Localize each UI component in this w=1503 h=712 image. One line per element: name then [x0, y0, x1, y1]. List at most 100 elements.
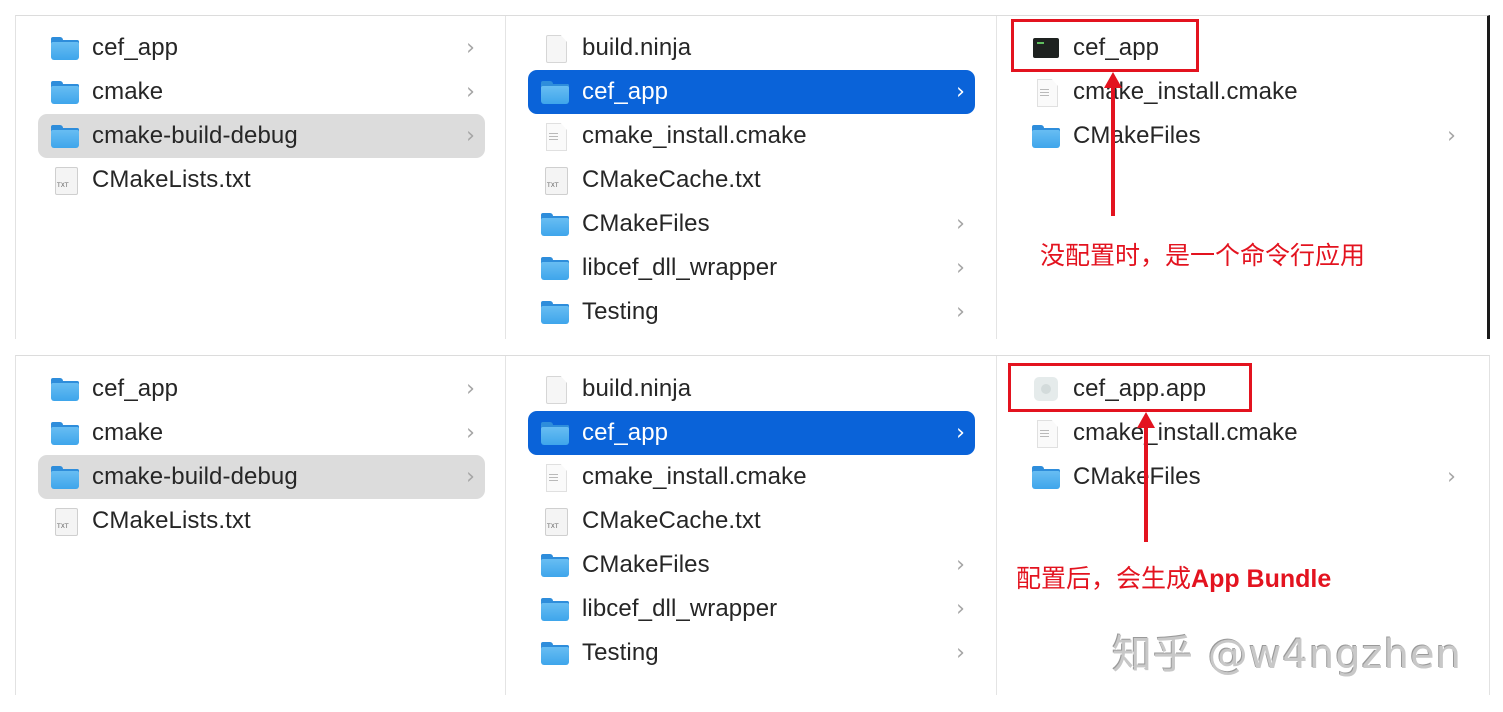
item-label: Testing	[582, 298, 659, 325]
item-label: build.ninja	[582, 34, 692, 61]
item-label: cef_app.app	[1073, 375, 1207, 402]
finder-column-view-after: cef_app › cmake › cmake-build-debug › CM…	[15, 355, 1490, 695]
item-label: CMakeCache.txt	[582, 507, 761, 534]
list-item-folder[interactable]: cef_app ›	[38, 26, 485, 70]
item-label: cmake_install.cmake	[582, 463, 807, 490]
folder-icon	[540, 255, 570, 281]
item-label: cef_app	[582, 419, 669, 446]
list-item-folder[interactable]: Testing ›	[528, 290, 975, 334]
item-label: cef_app	[1073, 34, 1160, 61]
list-item-folder-selected[interactable]: cmake-build-debug ›	[38, 455, 485, 499]
chevron-right-icon: ›	[956, 552, 965, 578]
finder-column-3[interactable]: cef_app.app cmake_install.cmake CMakeFil…	[997, 356, 1488, 695]
item-label: Testing	[582, 639, 659, 666]
folder-icon	[50, 420, 80, 446]
txt-file-icon	[50, 167, 80, 195]
list-item-file[interactable]: cmake_install.cmake	[528, 114, 975, 158]
item-label: cef_app	[92, 375, 179, 402]
list-item-file[interactable]: CMakeCache.txt	[528, 499, 975, 543]
app-bundle-icon	[1031, 376, 1061, 402]
list-item-folder[interactable]: libcef_dll_wrapper ›	[528, 246, 975, 290]
list-item-folder-selected[interactable]: cmake-build-debug ›	[38, 114, 485, 158]
list-item-folder-selected[interactable]: cef_app ›	[528, 70, 975, 114]
chevron-right-icon: ›	[956, 596, 965, 622]
item-label: cef_app	[92, 34, 179, 61]
list-item-folder-selected[interactable]: cef_app ›	[528, 411, 975, 455]
item-label: CMakeCache.txt	[582, 166, 761, 193]
folder-icon	[540, 299, 570, 325]
text-file-icon	[1031, 79, 1061, 105]
highlight-box-executable	[1011, 19, 1199, 72]
text-file-icon	[540, 123, 570, 149]
folder-icon	[540, 79, 570, 105]
item-label: CMakeFiles	[582, 551, 710, 578]
finder-column-2[interactable]: build.ninja cef_app › cmake_install.cmak…	[506, 356, 997, 695]
arrow-up-icon	[1104, 72, 1122, 88]
folder-icon	[540, 640, 570, 666]
highlight-box-app-bundle	[1008, 363, 1252, 412]
list-item-folder[interactable]: CMakeFiles ›	[528, 202, 975, 246]
chevron-right-icon: ›	[466, 420, 475, 446]
list-item-folder[interactable]: CMakeFiles ›	[528, 543, 975, 587]
item-label: cmake_install.cmake	[582, 122, 807, 149]
annotation-before: 没配置时，是一个命令行应用	[1040, 241, 1366, 270]
list-item-folder[interactable]: CMakeFiles ›	[1019, 114, 1466, 158]
txt-file-icon	[50, 508, 80, 536]
list-item-folder[interactable]: CMakeFiles ›	[1019, 455, 1466, 499]
item-label: CMakeLists.txt	[92, 507, 251, 534]
annotation-after-bold: App Bundle	[1191, 565, 1332, 593]
chevron-right-icon: ›	[466, 376, 475, 402]
list-item-folder[interactable]: cef_app ›	[38, 367, 485, 411]
list-item-file[interactable]: CMakeLists.txt	[38, 499, 485, 543]
chevron-right-icon: ›	[466, 464, 475, 490]
chevron-right-icon: ›	[956, 299, 965, 325]
list-item-executable[interactable]: cef_app	[1019, 26, 1466, 70]
list-item-folder[interactable]: cmake ›	[38, 411, 485, 455]
item-label: build.ninja	[582, 375, 692, 402]
folder-icon	[50, 123, 80, 149]
list-item-file[interactable]: build.ninja	[528, 26, 975, 70]
item-label: cmake-build-debug	[92, 122, 298, 149]
unix-executable-icon	[1031, 35, 1061, 61]
item-label: cef_app	[582, 78, 669, 105]
chevron-right-icon: ›	[466, 35, 475, 61]
chevron-right-icon: ›	[466, 79, 475, 105]
item-label: CMakeFiles	[582, 210, 710, 237]
finder-column-view-before: cef_app › cmake › cmake-build-debug › CM…	[15, 15, 1490, 339]
list-item-folder[interactable]: Testing ›	[528, 631, 975, 675]
txt-file-icon	[540, 167, 570, 195]
finder-column-1[interactable]: cef_app › cmake › cmake-build-debug › CM…	[16, 356, 506, 695]
list-item-file[interactable]: cmake_install.cmake	[528, 455, 975, 499]
list-item-app-bundle[interactable]: cef_app.app	[1019, 367, 1466, 411]
item-label: CMakeFiles	[1073, 463, 1201, 490]
folder-icon	[540, 211, 570, 237]
folder-icon	[540, 552, 570, 578]
item-label: cmake	[92, 419, 164, 446]
finder-column-1[interactable]: cef_app › cmake › cmake-build-debug › CM…	[16, 16, 506, 339]
folder-icon	[50, 376, 80, 402]
finder-column-2[interactable]: build.ninja cef_app › cmake_install.cmak…	[506, 16, 997, 339]
list-item-file[interactable]: CMakeLists.txt	[38, 158, 485, 202]
folder-icon	[540, 596, 570, 622]
chevron-right-icon: ›	[1447, 464, 1456, 490]
list-item-file[interactable]: cmake_install.cmake	[1019, 411, 1466, 455]
chevron-right-icon: ›	[956, 79, 965, 105]
arrow-up-icon	[1137, 412, 1155, 428]
chevron-right-icon: ›	[466, 123, 475, 149]
list-item-file[interactable]: cmake_install.cmake	[1019, 70, 1466, 114]
chevron-right-icon: ›	[956, 211, 965, 237]
annotation-after-prefix: 配置后，会生成	[1016, 564, 1192, 593]
folder-icon	[1031, 123, 1061, 149]
item-label: CMakeFiles	[1073, 122, 1201, 149]
item-label: cmake	[92, 78, 164, 105]
chevron-right-icon: ›	[956, 420, 965, 446]
document-icon	[540, 376, 570, 402]
txt-file-icon	[540, 508, 570, 536]
item-label: CMakeLists.txt	[92, 166, 251, 193]
list-item-folder[interactable]: libcef_dll_wrapper ›	[528, 587, 975, 631]
list-item-file[interactable]: CMakeCache.txt	[528, 158, 975, 202]
list-item-folder[interactable]: cmake ›	[38, 70, 485, 114]
list-item-file[interactable]: build.ninja	[528, 367, 975, 411]
text-file-icon	[1031, 420, 1061, 446]
text-file-icon	[540, 464, 570, 490]
